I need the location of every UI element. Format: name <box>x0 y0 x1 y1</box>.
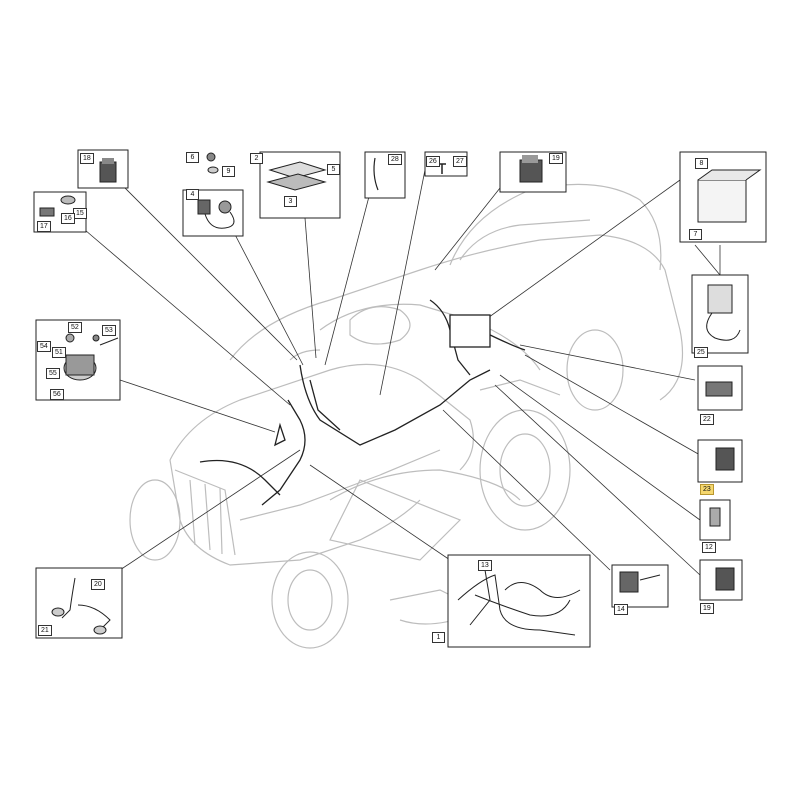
callout-7: 7 <box>689 229 702 240</box>
part-2-3-5-assembly <box>259 151 341 219</box>
part-1-wiring-harness <box>447 554 591 648</box>
callout-1: 1 <box>432 632 445 643</box>
harness-on-tractor <box>199 299 526 506</box>
callout-12: 12 <box>702 542 716 553</box>
callout-26: 26 <box>426 156 440 167</box>
part-22-connector <box>697 365 743 411</box>
callout-53: 53 <box>102 325 116 336</box>
callout-16: 16 <box>61 213 75 224</box>
callout-15: 15 <box>73 208 87 219</box>
callout-51: 51 <box>52 347 66 358</box>
part-4-6-9-assembly <box>182 152 244 237</box>
callout-56: 56 <box>50 389 64 400</box>
callout-28: 28 <box>388 154 402 165</box>
part-20-21-lights <box>35 567 123 639</box>
callout-4: 4 <box>186 189 199 200</box>
part-25-charger <box>691 274 749 354</box>
callout-14: 14 <box>614 604 628 615</box>
callout-17: 17 <box>37 221 51 232</box>
callout-8: 8 <box>695 158 708 169</box>
tractor-ghost-illustration <box>129 183 684 649</box>
callout-22: 22 <box>700 414 714 425</box>
part-14-relay <box>611 564 669 608</box>
callout-19-top: 19 <box>549 153 563 164</box>
part-12-sensor <box>699 499 731 541</box>
callout-52: 52 <box>68 322 82 333</box>
callout-19-right: 19 <box>700 603 714 614</box>
part-7-8-battery <box>679 151 767 243</box>
part-23-switch <box>697 439 743 483</box>
callout-9: 9 <box>222 166 235 177</box>
callout-25: 25 <box>694 347 708 358</box>
callout-20: 20 <box>91 579 105 590</box>
part-19-switch-right <box>699 559 743 601</box>
callout-18: 18 <box>80 153 94 164</box>
callout-27: 27 <box>453 156 467 167</box>
callout-5: 5 <box>327 164 340 175</box>
callout-55: 55 <box>46 368 60 379</box>
leader-lines <box>84 169 721 576</box>
callout-23-highlighted: 23 <box>700 484 714 495</box>
callout-54: 54 <box>37 341 51 352</box>
callout-3: 3 <box>284 196 297 207</box>
callout-6: 6 <box>186 152 199 163</box>
callout-21: 21 <box>38 625 52 636</box>
callout-13: 13 <box>478 560 492 571</box>
callout-2: 2 <box>250 153 263 164</box>
